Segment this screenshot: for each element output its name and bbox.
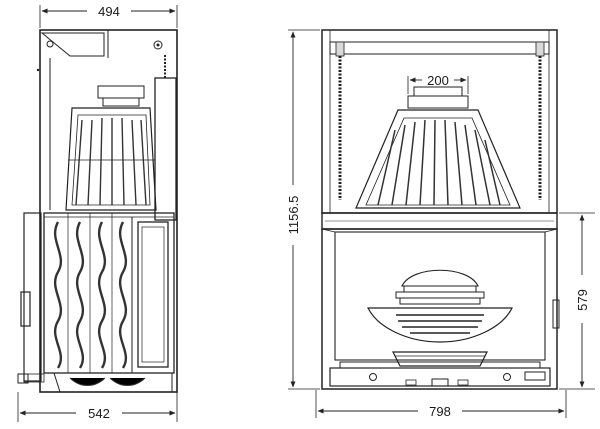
front-flue-dimension (407, 76, 469, 94)
front-total-height-label: 1156.5 (286, 196, 301, 235)
side-top-width-label: 494 (98, 4, 120, 19)
front-view (321, 29, 560, 390)
front-door-dimension (559, 212, 595, 390)
side-bottom-width-label: 542 (88, 406, 110, 421)
front-height-dimension (288, 29, 320, 390)
side-bottom-dimension (17, 392, 178, 422)
front-door-height-label: 579 (575, 289, 590, 311)
side-view (17, 29, 178, 393)
front-flue-width-label: 200 (427, 73, 449, 88)
front-bottom-width-label: 798 (429, 404, 451, 419)
front-bottom-dimension (315, 390, 567, 418)
side-top-dimension (39, 5, 178, 28)
